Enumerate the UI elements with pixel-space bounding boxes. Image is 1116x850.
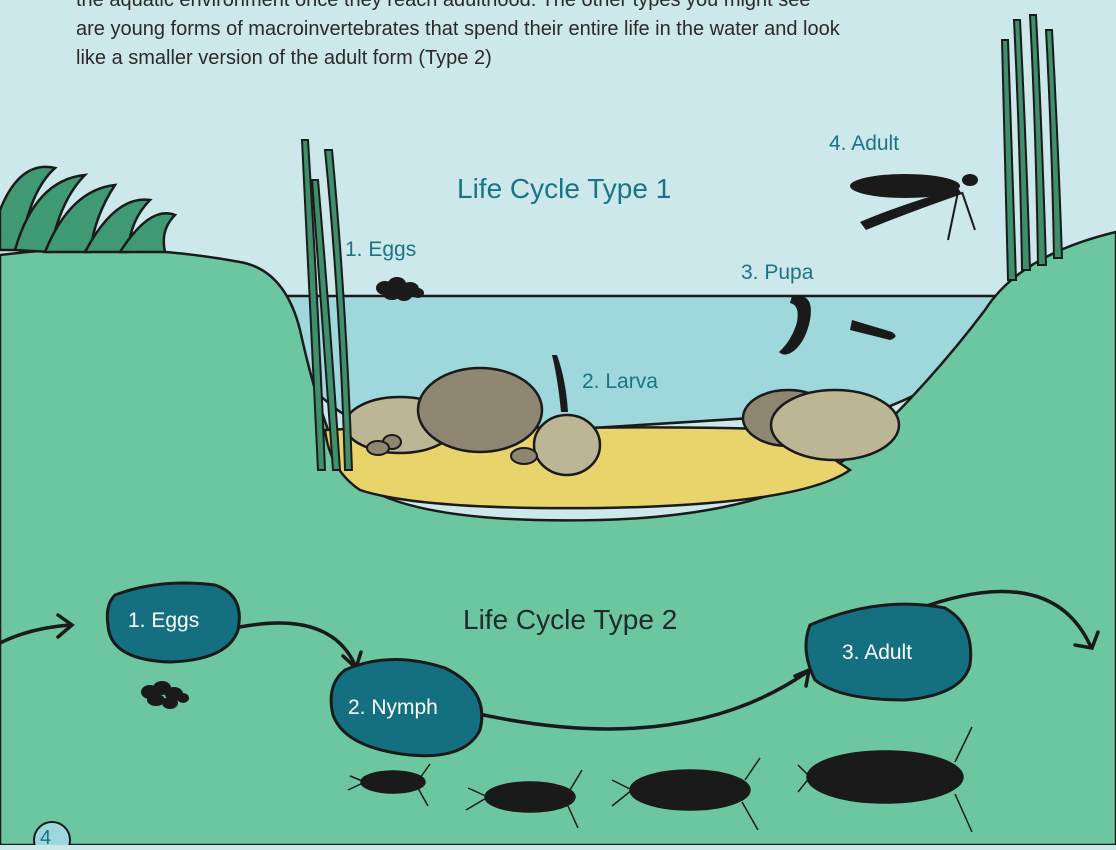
rock [771, 390, 899, 460]
pebble [367, 441, 389, 455]
rock [534, 415, 600, 475]
type1-eggs-label: 1. Eggs [345, 238, 416, 262]
reeds-right [1002, 15, 1062, 280]
adult-insect-silhouette [850, 174, 978, 240]
rock [418, 368, 542, 452]
type2-title: Life Cycle Type 2 [463, 604, 677, 636]
type1-adult-label: 4. Adult [829, 132, 899, 156]
grass-clump [0, 167, 175, 252]
type2-nymph-label: 2. Nymph [348, 696, 438, 720]
type1-title: Life Cycle Type 1 [457, 173, 671, 205]
type1-larva-label: 2. Larva [582, 370, 658, 394]
pebble [511, 448, 537, 464]
page-number: 4 [40, 827, 51, 850]
type2-adult-label: 3. Adult [842, 641, 912, 665]
type1-pupa-label: 3. Pupa [741, 261, 813, 285]
type2-eggs-label: 1. Eggs [128, 609, 199, 633]
